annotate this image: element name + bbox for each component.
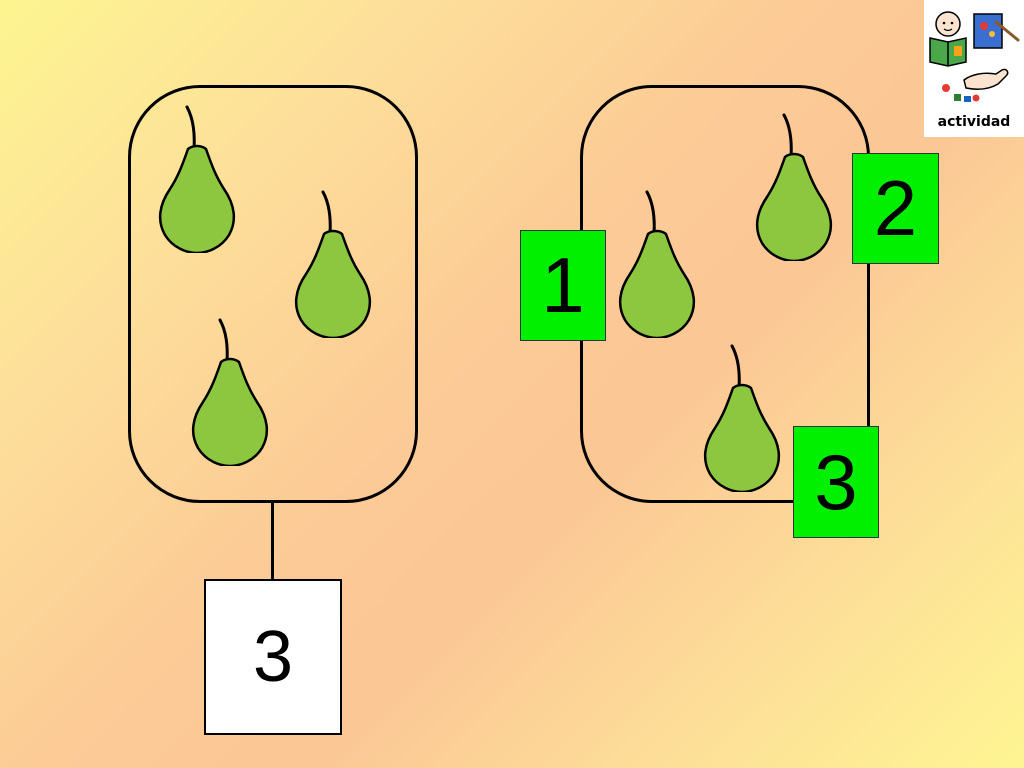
- answer-value: 3: [252, 617, 294, 697]
- count-tag-3[interactable]: 3: [793, 426, 879, 538]
- count-tag-label: 3: [814, 437, 858, 526]
- count-tag-2[interactable]: 2: [852, 153, 939, 264]
- pear-icon: [157, 103, 237, 253]
- pear-icon: [190, 316, 270, 466]
- pear-icon: [617, 188, 697, 338]
- activity-logo: actividad: [924, 0, 1024, 137]
- left-pear-group: [128, 85, 418, 503]
- answer-box[interactable]: 3: [204, 579, 342, 735]
- count-tag-label: 1: [541, 241, 585, 329]
- count-tag-label: 2: [873, 164, 918, 252]
- pear-icon: [702, 342, 782, 492]
- count-tag-1[interactable]: 1: [520, 230, 606, 341]
- activity-pictogram-icon: [929, 11, 1020, 102]
- pear-icon: [754, 111, 834, 261]
- activity-label: actividad: [937, 114, 1011, 130]
- answer-connector-line: [271, 503, 274, 580]
- pear-icon: [293, 188, 373, 338]
